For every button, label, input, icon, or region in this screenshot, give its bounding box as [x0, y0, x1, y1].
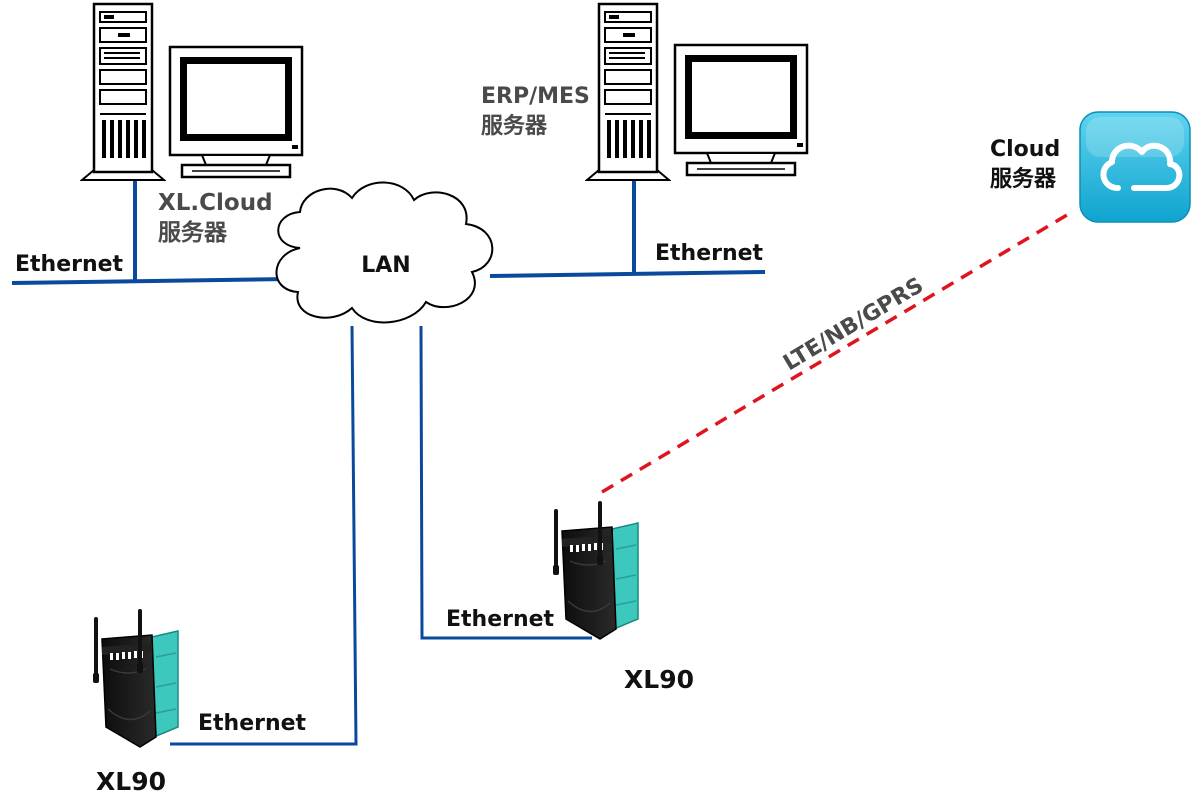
cloud-service [1079, 111, 1191, 223]
ethernet-label-mid-device: Ethernet [446, 607, 555, 632]
device-label-left: XL90 [96, 767, 166, 796]
lan-drops [170, 325, 592, 746]
xl90-gateway-icon [552, 500, 639, 640]
cloud-label-line2: 服务器 [990, 167, 1057, 192]
lan-drop-left-device [170, 325, 358, 746]
lan-drop-mid-device [419, 325, 592, 640]
cloud-app-icon [1079, 111, 1191, 223]
crt-monitor-icon [673, 43, 809, 177]
ethernet-line-right [489, 270, 766, 278]
device-label-mid: XL90 [624, 665, 694, 694]
cloud-glyph [1100, 142, 1183, 191]
xl-cloud-server [80, 2, 304, 182]
cloud-label-line1: Cloud [990, 137, 1060, 162]
wireless-link-line [601, 210, 1073, 494]
lan-label: LAN [361, 253, 410, 278]
xl-cloud-label-line1: XL.Cloud [158, 190, 273, 216]
xl-cloud-label-line2: 服务器 [158, 220, 228, 246]
ethernet-lines [11, 178, 766, 285]
server-tower-icon [585, 2, 671, 182]
erp-label-line2: 服务器 [481, 114, 548, 139]
server-tower-icon [80, 2, 166, 182]
erp-mes-server [585, 2, 809, 182]
ethernet-label-left-device: Ethernet [198, 711, 307, 736]
ethernet-label-right: Ethernet [655, 241, 764, 266]
ethernet-label-left: Ethernet [15, 252, 124, 277]
crt-monitor-icon [168, 45, 304, 179]
lan-cloud: LAN [275, 181, 494, 324]
ethernet-line-left [11, 277, 291, 285]
wireless-link-label: LTE/NB/GPRS [779, 273, 928, 376]
xl90-gateway-icon [92, 608, 179, 748]
erp-label-line1: ERP/MES [481, 84, 590, 109]
